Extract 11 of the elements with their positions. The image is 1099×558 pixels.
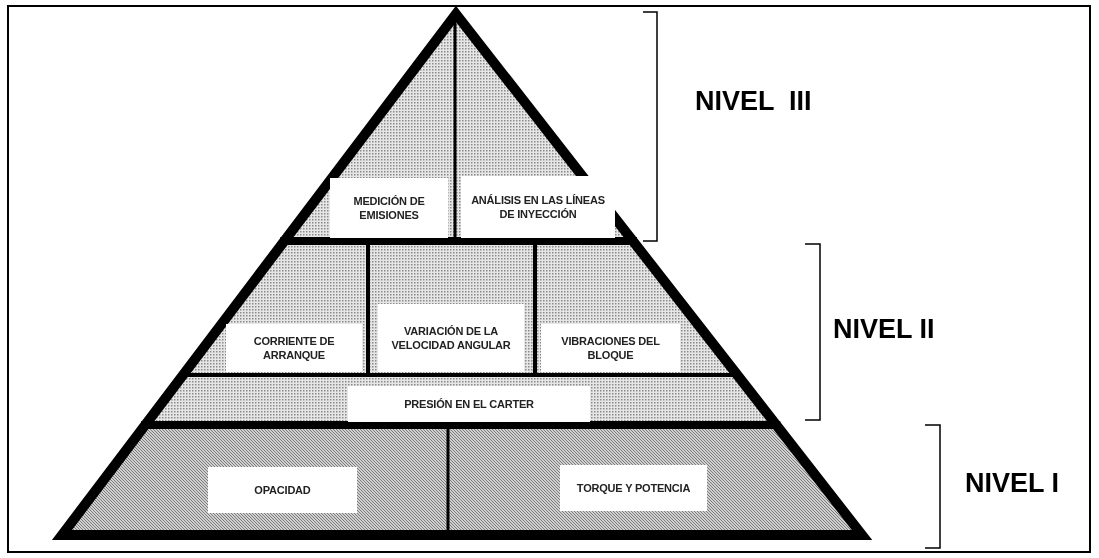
node-label: OPACIDAD <box>254 483 311 497</box>
node-label: VARIACIÓN DE LA VELOCIDAD ANGULAR <box>390 324 512 352</box>
node-label: MEDICIÓN DE EMISIONES <box>352 194 426 222</box>
node-label: PRESIÓN EN EL CARTER <box>404 397 534 411</box>
node-label: TORQUE Y POTENCIA <box>576 481 691 495</box>
node-label: VIBRACIONES DEL BLOQUE <box>560 334 661 362</box>
node-label: ANÁLISIS EN LAS LÍNEAS DE INYECCIÓN <box>470 193 606 221</box>
level-label: NIVEL III <box>695 86 812 117</box>
level-label: NIVEL I <box>965 468 1060 499</box>
level-label: NIVEL II <box>833 314 935 345</box>
node-label: CORRIENTE DE ARRANQUE <box>252 334 336 362</box>
